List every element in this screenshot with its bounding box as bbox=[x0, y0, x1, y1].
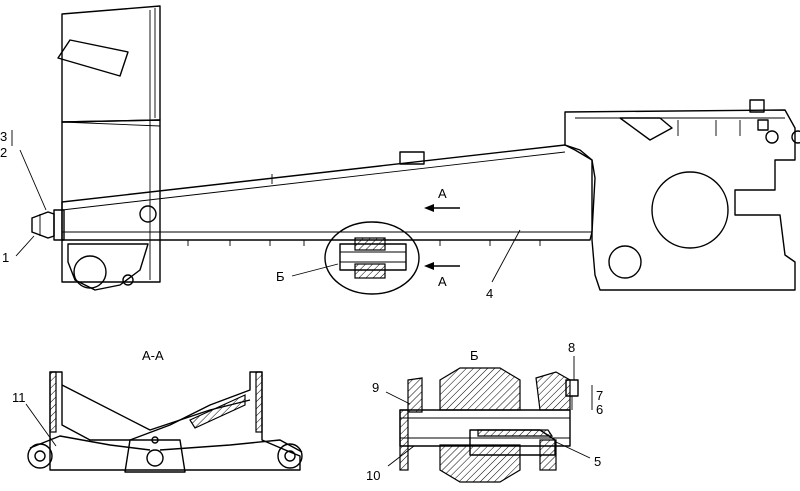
callout-1: 1 bbox=[2, 250, 9, 265]
front-pin-hole bbox=[139, 205, 157, 223]
callout-5: 5 bbox=[594, 454, 601, 469]
detail-mark-b: Б bbox=[276, 269, 285, 284]
lower-boss bbox=[439, 444, 521, 483]
long-beam bbox=[61, 144, 596, 241]
detail-b-title: Б bbox=[470, 348, 479, 363]
rear-frame-plate bbox=[564, 109, 796, 291]
section-aa-title: А-А bbox=[142, 348, 164, 363]
leader-lines-main bbox=[11, 130, 521, 283]
right-flange bbox=[535, 371, 571, 411]
center-block bbox=[124, 439, 186, 473]
mast-bracket bbox=[57, 39, 129, 77]
callout-10: 10 bbox=[366, 468, 380, 483]
top-bracket bbox=[619, 117, 673, 141]
top-fitting bbox=[749, 99, 765, 113]
rear-small-hole bbox=[608, 245, 642, 279]
callout-7: 7 bbox=[596, 388, 603, 403]
right-wall-section bbox=[255, 371, 263, 433]
upper-boss bbox=[439, 367, 521, 411]
callout-9: 9 bbox=[372, 380, 379, 395]
section-mark-a-upper: А bbox=[438, 186, 447, 201]
detail-b-view bbox=[399, 367, 579, 483]
right-bushing bbox=[277, 443, 303, 469]
beam-top-stub bbox=[399, 151, 425, 165]
callout-3: 3 bbox=[0, 129, 7, 144]
left-wall-section bbox=[49, 371, 57, 433]
detail-b-small bbox=[339, 237, 407, 279]
left-flange bbox=[407, 377, 423, 413]
rear-large-hole bbox=[651, 171, 729, 249]
leader-lines-details bbox=[385, 356, 593, 467]
callout-2: 2 bbox=[0, 145, 7, 160]
top-right-pin bbox=[765, 130, 779, 144]
main-view-frame bbox=[31, 5, 800, 295]
callout-11: 11 bbox=[12, 390, 26, 405]
front-hook bbox=[67, 243, 149, 291]
section-mark-a-lower: А bbox=[438, 274, 447, 289]
detail-b-bubble bbox=[324, 221, 420, 295]
callout-4: 4 bbox=[486, 286, 493, 301]
section-arrow-lower bbox=[424, 262, 460, 270]
callout-6: 6 bbox=[596, 402, 603, 417]
front-roller bbox=[73, 255, 107, 289]
front-plug bbox=[31, 211, 55, 239]
callout-8: 8 bbox=[568, 340, 575, 355]
section-aa-view bbox=[25, 371, 303, 473]
left-bushing bbox=[27, 443, 53, 469]
section-arrow-upper bbox=[424, 204, 460, 212]
beam-bottom-lugs bbox=[187, 240, 541, 246]
